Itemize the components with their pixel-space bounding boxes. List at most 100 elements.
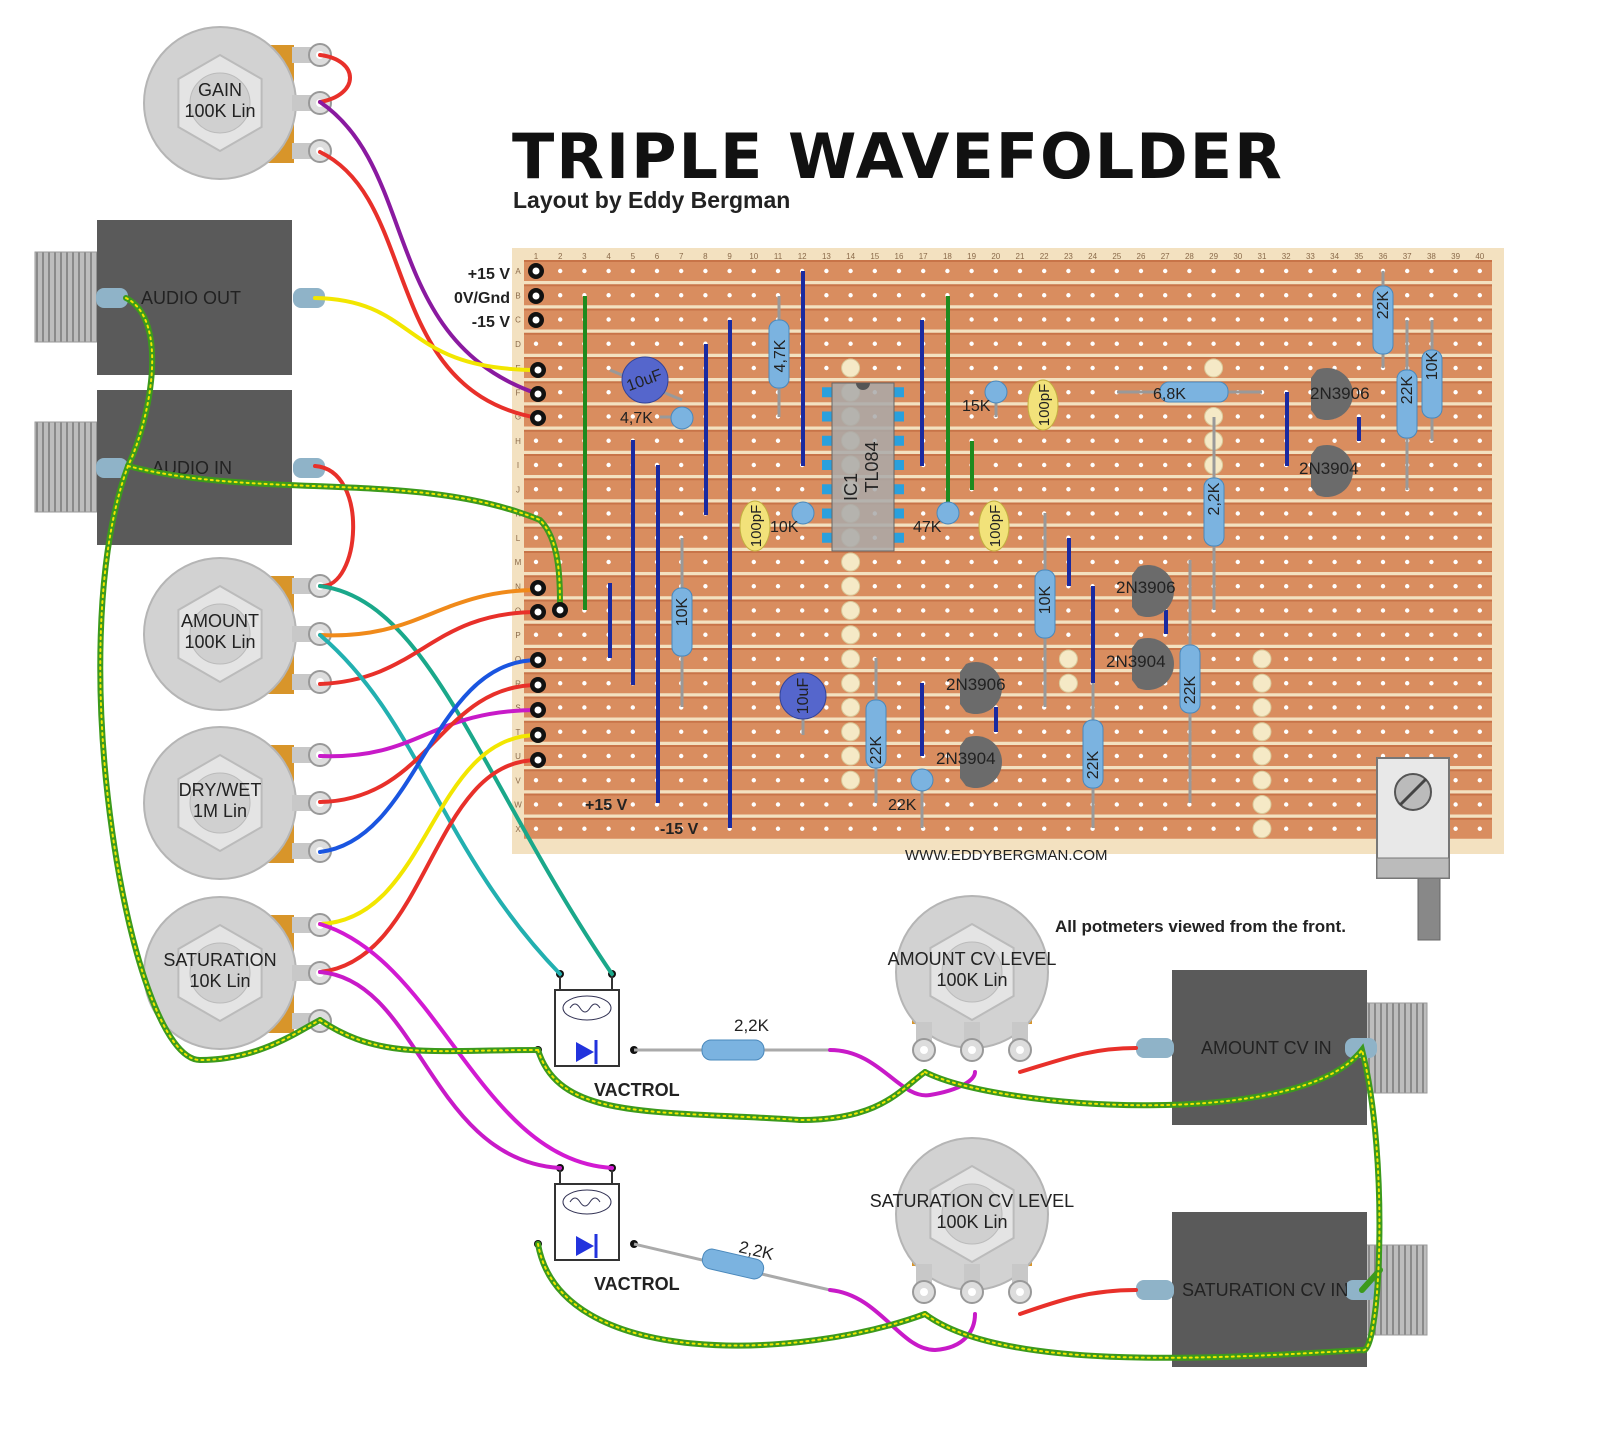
strip-hole (824, 293, 829, 298)
strip-hole (1090, 365, 1095, 371)
strip-hole (1017, 414, 1023, 419)
strip-hole (1017, 462, 1023, 468)
column-number: 17 (919, 252, 928, 261)
strip-hole (533, 778, 539, 783)
strip-hole (1284, 487, 1289, 492)
strip-hole (1405, 559, 1410, 565)
strip-hole (993, 559, 998, 565)
strip-hole (1332, 511, 1337, 516)
website-label: WWW.EDDYBERGMAN.COM (905, 847, 1108, 864)
strip-hole (1429, 705, 1434, 710)
ic-part-label: TL084 (862, 441, 882, 492)
strip-hole (1453, 341, 1458, 346)
copper-strip (524, 818, 1492, 839)
ic-ref-label: IC1 (841, 473, 861, 501)
strip-hole (1356, 705, 1362, 710)
strip-hole (1332, 584, 1337, 589)
strip-hole (1235, 559, 1241, 565)
strip-hole (945, 826, 950, 831)
ldr-icon (562, 1189, 612, 1215)
strip-hole (1187, 268, 1192, 274)
strip-hole (1259, 608, 1265, 613)
column-number: 3 (582, 252, 587, 261)
strip-hole (1066, 438, 1071, 443)
strip-hole (1332, 656, 1337, 662)
strip-hole (606, 753, 611, 759)
strip-hole (896, 802, 902, 807)
strip-hole (1163, 535, 1168, 540)
strip-hole (969, 390, 974, 395)
strip-hole (630, 293, 635, 298)
jack-amount-cv-in-label: AMOUNT CV IN (1201, 1038, 1332, 1058)
res-10k-b (671, 587, 693, 657)
strip-hole (1453, 584, 1458, 589)
strip-hole (582, 753, 587, 759)
strip-hole (606, 535, 611, 540)
column-number: 16 (895, 252, 904, 261)
column-number: 11 (774, 252, 783, 261)
strip-hole (1308, 778, 1313, 783)
row-letter: N (515, 582, 521, 591)
strip-hole (1429, 608, 1434, 613)
column-number: 27 (1161, 252, 1170, 261)
strip-hole (679, 462, 684, 468)
res-4k7-a (670, 406, 694, 430)
strip-hole (1163, 826, 1168, 831)
strip-hole (1477, 414, 1483, 419)
strip-hole (654, 293, 660, 298)
strip-hole (969, 293, 974, 298)
strip-hole (775, 778, 781, 783)
strip-hole (654, 802, 660, 807)
strip-hole (824, 341, 829, 346)
strip-hole (1114, 559, 1120, 565)
res-22k-a-label: 22K (868, 735, 885, 764)
strip-hole (1138, 414, 1144, 419)
strip-hole (969, 268, 974, 274)
row-letter: A (515, 267, 521, 276)
strip-hole (824, 608, 829, 613)
copper-strip (524, 649, 1492, 669)
strip-hole (1259, 487, 1265, 492)
strip-hole (1017, 511, 1023, 516)
strip-hole (775, 632, 781, 637)
strip-hole (872, 317, 877, 322)
column-number: 7 (679, 252, 684, 261)
strip-hole (1066, 390, 1071, 395)
cap-100pf-a (1027, 379, 1059, 431)
strip-hole (1138, 487, 1144, 492)
column-number: 20 (991, 252, 1000, 261)
strip-cut (841, 625, 861, 645)
power-minus-label: -15 V (472, 314, 511, 331)
strip-hole (872, 293, 877, 298)
strip-hole (558, 826, 563, 831)
strip-hole (1477, 341, 1483, 346)
strip-hole (1477, 293, 1483, 298)
strip-hole (1308, 584, 1313, 589)
strip-hole (558, 632, 563, 637)
res-22k-d-label: 22K (1182, 675, 1199, 704)
strip-hole (1453, 656, 1458, 662)
strip-hole (1138, 317, 1144, 322)
strip-hole (606, 681, 611, 686)
res-2k2-vactrol-1: 2,2K (634, 1016, 830, 1061)
strip-hole (582, 802, 587, 807)
strip-hole (1356, 511, 1362, 516)
res-4k7-b-label: 4,7K (772, 339, 789, 372)
ldr-icon (562, 995, 612, 1021)
strip-hole (1090, 462, 1095, 468)
strip-hole (896, 632, 902, 637)
column-number: 34 (1330, 252, 1339, 261)
strip-hole (1187, 414, 1192, 419)
strip-hole (630, 317, 635, 322)
q-2n3906-a (1311, 367, 1353, 420)
strip-hole (1163, 293, 1168, 298)
strip-hole (872, 584, 877, 589)
pot-value: 100K Lin (184, 632, 255, 652)
strip-hole (1017, 438, 1023, 443)
strip-hole (921, 656, 926, 662)
strip-hole (703, 268, 708, 274)
strip-hole (703, 753, 708, 759)
strip-hole (751, 753, 756, 759)
